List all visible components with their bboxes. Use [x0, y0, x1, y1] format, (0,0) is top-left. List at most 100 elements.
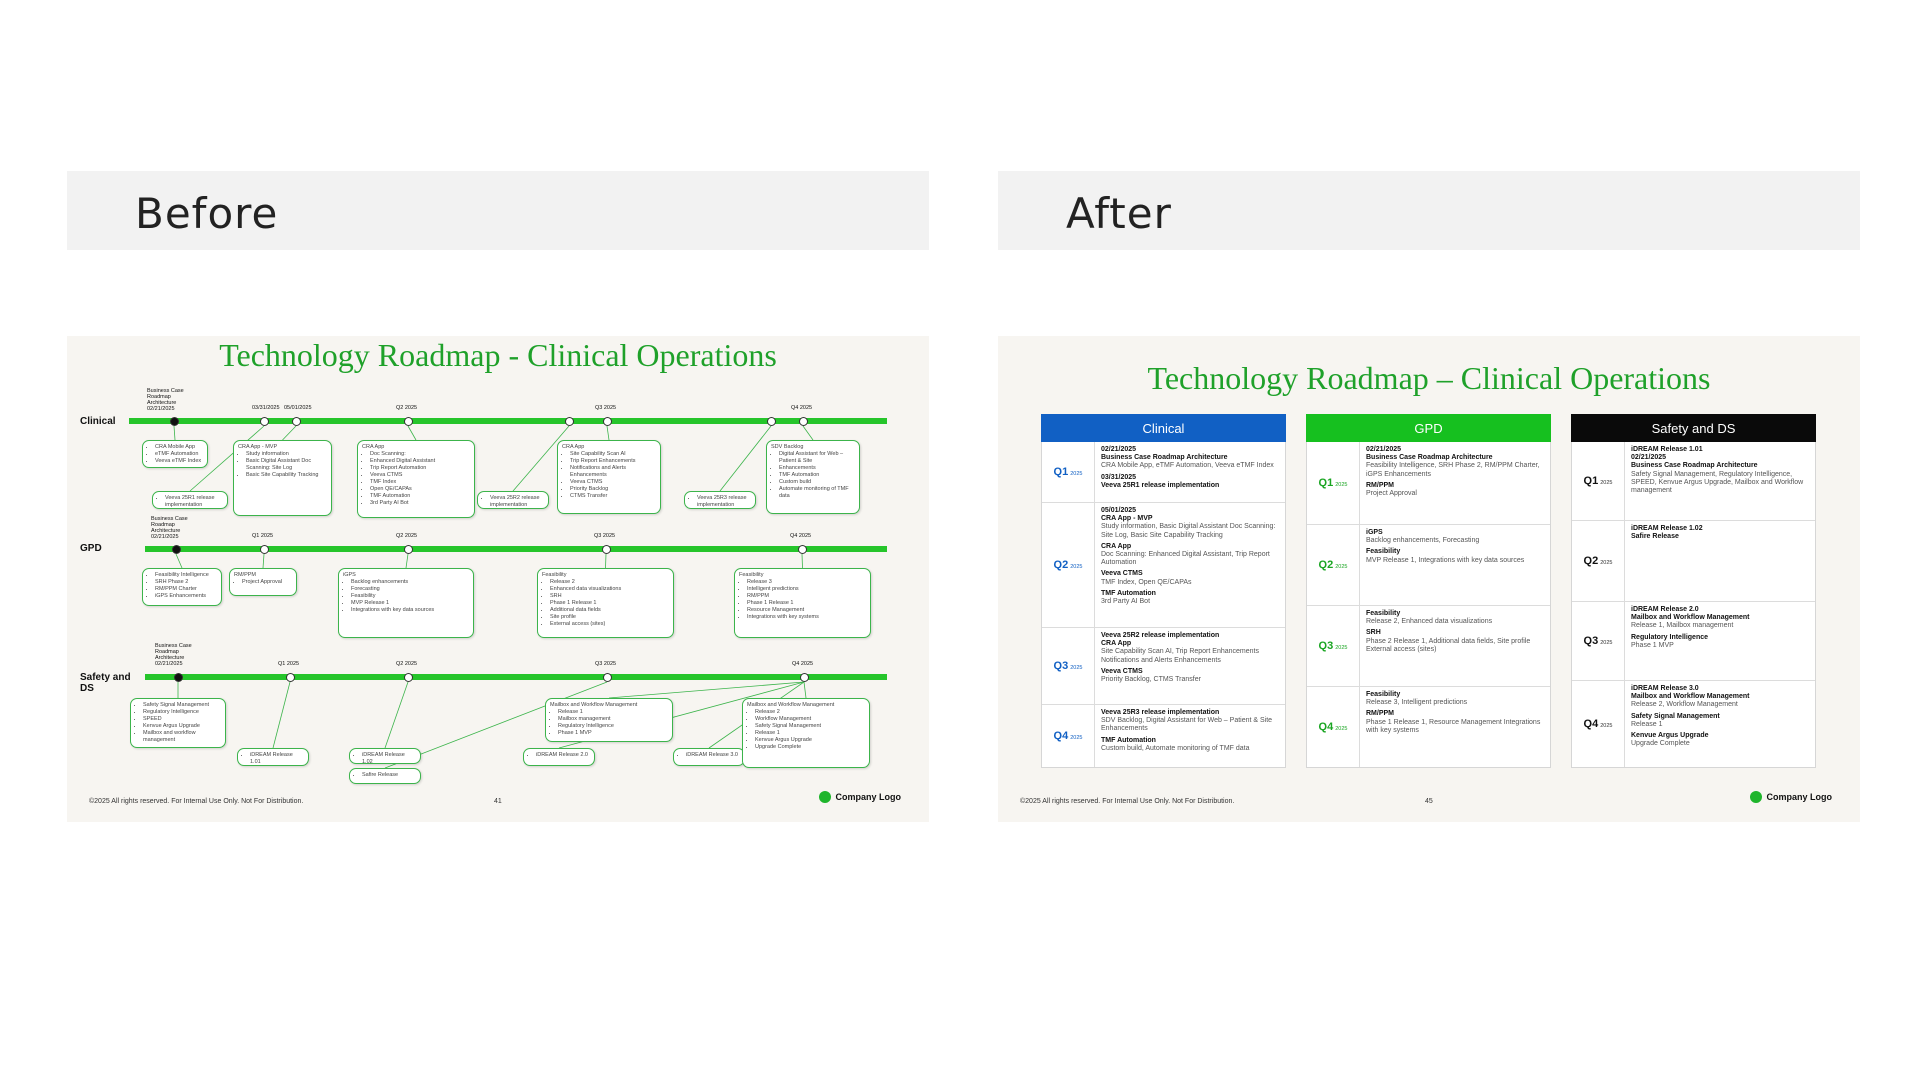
box-item: SRH Phase 2	[155, 579, 217, 586]
item-heading: Veeva 25R2 release implementation	[1101, 632, 1220, 639]
quarter-name: Q2	[1583, 555, 1599, 567]
after-banner: After	[998, 171, 1860, 250]
box-item: 3rd Party AI Bot	[370, 500, 470, 507]
milestone-marker	[286, 672, 295, 682]
quarter-year: 2025	[1070, 563, 1083, 570]
connector-line	[405, 553, 409, 569]
item-detail: Custom build, Automate monitoring of TMF…	[1101, 744, 1250, 752]
box-item: Mailbox and workflow management	[143, 730, 221, 744]
box-item: Phase 1 Release 1	[550, 600, 669, 607]
item-heading: Feasibility	[1366, 548, 1401, 556]
quarter-name: Q4	[1318, 721, 1334, 733]
box-item: Site Capability Scan AI	[570, 451, 656, 458]
milestone-marker	[260, 416, 269, 426]
item-detail: Release 1, Mailbox management	[1631, 622, 1734, 630]
item-detail: Release 2, Workflow Management	[1631, 701, 1738, 709]
box-item: MVP Release 1	[351, 600, 469, 607]
roadmap-box: SDV BacklogDigital Assistant for Web – P…	[766, 440, 860, 514]
connector-line	[801, 553, 803, 569]
quarter-name: Q4	[1583, 718, 1599, 730]
milestone-marker	[292, 416, 301, 426]
box-item: Feasibility Intelligence	[155, 572, 217, 579]
box-item: Safire Release	[362, 772, 416, 779]
box-item: SPEED	[143, 716, 221, 723]
box-item: Release 2	[755, 709, 865, 716]
milestone-date: Q2 2025	[396, 405, 418, 411]
connector-line	[173, 425, 176, 441]
quarter-name: Q3	[1318, 640, 1334, 652]
box-item: Phase 1 Release 1	[747, 600, 866, 607]
lane-label-clinical: Clinical	[80, 416, 116, 427]
milestone-date: Q4 2025	[791, 405, 813, 411]
milestone-marker	[404, 544, 413, 554]
column-header: Clinical	[1041, 414, 1286, 442]
milestone-marker	[603, 672, 612, 682]
connector-line	[282, 425, 297, 441]
milestone-marker	[260, 544, 269, 554]
box-item: iDREAM Release 1.02	[362, 752, 416, 766]
box-item: Safety Signal Management	[755, 723, 865, 730]
item-heading: iDREAM Release 2.0	[1631, 606, 1699, 613]
quarter-name: Q3	[1053, 660, 1069, 672]
box-item: Intelligent predictions	[747, 586, 866, 593]
milestone-date: Q1 2025	[252, 533, 274, 539]
item-heading: SRH	[1366, 629, 1381, 637]
milestone-marker	[602, 544, 611, 554]
box-heading: SDV Backlog	[771, 444, 804, 450]
milestone-marker	[767, 416, 776, 426]
box-item: Resource Management	[747, 607, 866, 614]
box-item: Basic Digital Assistant Doc Scanning: Si…	[246, 458, 327, 472]
box-item: Upgrade Complete	[755, 744, 865, 751]
item-heading: TMF Automation	[1101, 736, 1156, 744]
box-item: RM/PPM Charter	[155, 586, 217, 593]
quarter-year: 2025	[1335, 725, 1348, 732]
item-heading: Veeva 25R1 release implementation	[1101, 481, 1220, 489]
item-heading: Regulatory Intelligence	[1631, 633, 1709, 641]
box-item: iDREAM Release 3.0	[686, 752, 740, 759]
milestone-marker	[404, 672, 413, 682]
milestone-date: Q3 2025	[595, 661, 617, 667]
item-detail: Upgrade Complete	[1631, 740, 1690, 748]
item-heading: Safire Release	[1631, 533, 1679, 541]
milestone-date: Q4 2025	[792, 661, 814, 667]
item-heading: Business Case Roadmap Architecture	[1366, 454, 1493, 462]
roadmap-box: Veeva 25R1 release implementation	[152, 491, 228, 509]
box-item: Open QE/CAPAs	[370, 486, 470, 493]
item-heading: Veeva CTMS	[1101, 667, 1143, 675]
box-item: Veeva eTMF Index	[155, 458, 203, 465]
item-heading: Safety Signal Management	[1631, 712, 1720, 720]
box-item: Enhanced data visualizations	[550, 586, 669, 593]
milestone-marker	[603, 416, 612, 426]
item-heading: CRA App	[1101, 640, 1132, 648]
box-item: Study information	[246, 451, 327, 458]
box-item: Veeva 25R1 release implementation	[165, 495, 223, 509]
quarter-year: 2025	[1070, 470, 1083, 477]
box-item: Regulatory Intelligence	[143, 709, 221, 716]
item-heading: RM/PPM	[1366, 481, 1394, 489]
milestone-date: Q2 2025	[396, 533, 418, 539]
milestone-marker	[172, 544, 181, 554]
item-heading: iDREAM Release 3.0	[1631, 685, 1699, 692]
box-item: Feasibility	[351, 593, 469, 600]
slide-title: Technology Roadmap - Clinical Operations	[219, 337, 777, 373]
milestone-marker	[799, 416, 808, 426]
